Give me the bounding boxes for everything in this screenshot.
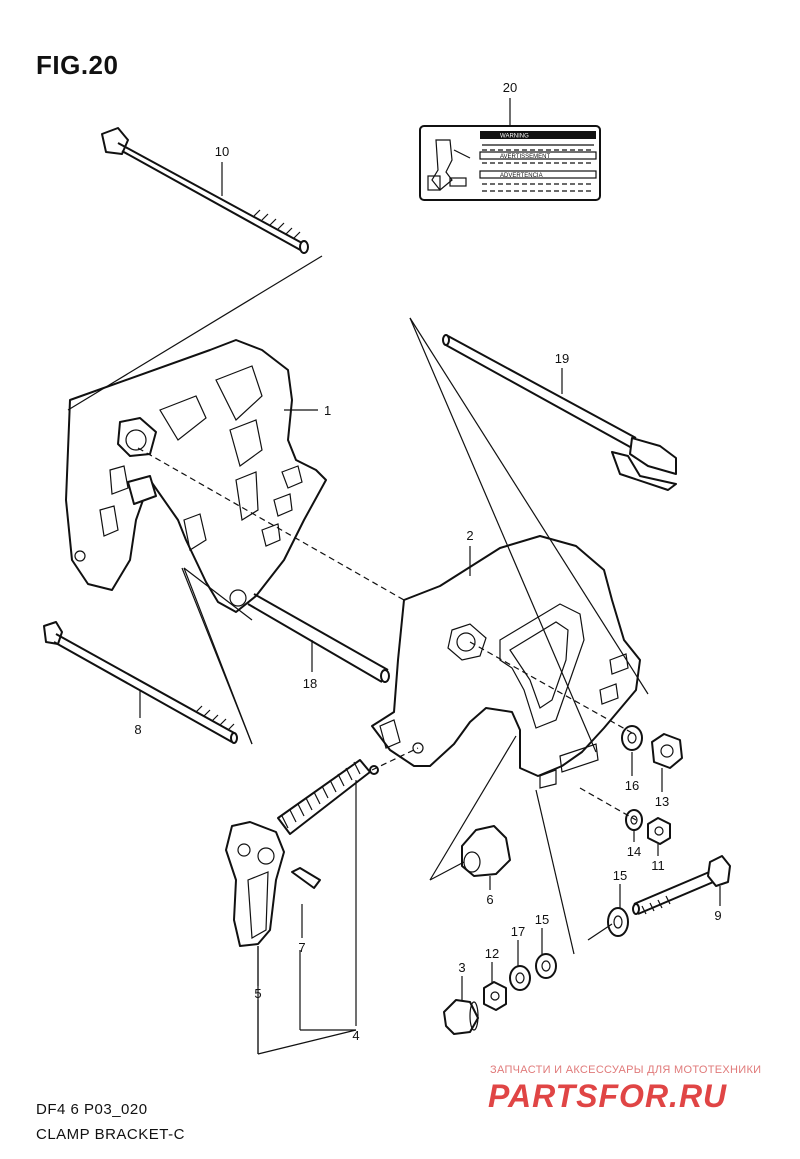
watermark-logo: PARTSFOR.RU bbox=[488, 1078, 728, 1114]
callout-20: 20 bbox=[503, 80, 517, 95]
callout-2: 2 bbox=[466, 528, 473, 543]
callout-15-right: 15 bbox=[613, 868, 627, 883]
clamp-bracket-left bbox=[65, 339, 327, 613]
long-bolt-top bbox=[101, 127, 309, 254]
figure-name: CLAMP BRACKET-C bbox=[36, 1126, 185, 1143]
callout-18: 18 bbox=[303, 676, 317, 691]
watermark-tagline: ЗАПЧАСТИ И АКСЕССУАРЫ ДЛЯ МОТОТЕХНИКИ bbox=[490, 1064, 762, 1076]
callout-17: 17 bbox=[511, 924, 525, 939]
callout-8: 8 bbox=[134, 722, 141, 737]
callout-7: 7 bbox=[298, 940, 305, 955]
callout-14: 14 bbox=[627, 844, 641, 859]
pin bbox=[291, 867, 321, 889]
long-bolt-left bbox=[43, 621, 238, 744]
callout-19: 19 bbox=[555, 351, 569, 366]
figure-title: FIG.20 bbox=[36, 50, 119, 80]
coil-spring bbox=[277, 759, 379, 835]
figure-code: DF4 6 P03_020 bbox=[36, 1101, 148, 1118]
nut-13 bbox=[651, 733, 683, 769]
callout-4: 4 bbox=[352, 1028, 359, 1043]
nut-11 bbox=[647, 817, 671, 845]
callout-10: 10 bbox=[215, 144, 229, 159]
callout-numbers: 20 10 19 1 2 18 8 16 13 14 11 15 9 6 7 5… bbox=[134, 80, 721, 1043]
rod-with-cap bbox=[442, 334, 677, 491]
grip-cap bbox=[443, 999, 479, 1035]
short-shaft bbox=[247, 593, 390, 683]
clamp-bracket-right bbox=[371, 535, 641, 789]
callout-leaders bbox=[139, 98, 721, 1054]
washer-17 bbox=[509, 965, 531, 991]
label-line-avertissement: AVERTISSEMENT bbox=[500, 154, 550, 160]
washer-15-lower bbox=[535, 953, 557, 979]
washer-15-right bbox=[607, 907, 629, 937]
washer-14 bbox=[625, 809, 643, 831]
callout-13: 13 bbox=[655, 794, 669, 809]
callout-3: 3 bbox=[458, 960, 465, 975]
rubber-cap bbox=[461, 825, 511, 877]
assembly-lines bbox=[67, 255, 649, 1055]
bolt-9 bbox=[632, 855, 731, 915]
callout-9: 9 bbox=[714, 908, 721, 923]
callout-1: 1 bbox=[324, 403, 331, 418]
callout-15-lower: 15 bbox=[535, 912, 549, 927]
tilt-lever bbox=[225, 821, 285, 947]
label-line-advertencia: ADVERTENCIA bbox=[500, 173, 543, 179]
label-line-warning: WARNING bbox=[500, 134, 529, 140]
callout-12: 12 bbox=[485, 946, 499, 961]
callout-6: 6 bbox=[486, 892, 493, 907]
callout-11: 11 bbox=[651, 858, 665, 873]
nut-small bbox=[483, 981, 507, 1011]
callout-5: 5 bbox=[254, 986, 261, 1001]
callout-16: 16 bbox=[625, 778, 639, 793]
washer-16 bbox=[621, 725, 643, 751]
warning-label-plate: WARNING AVERTISSEMENT ADVERTENCIA bbox=[419, 125, 601, 201]
